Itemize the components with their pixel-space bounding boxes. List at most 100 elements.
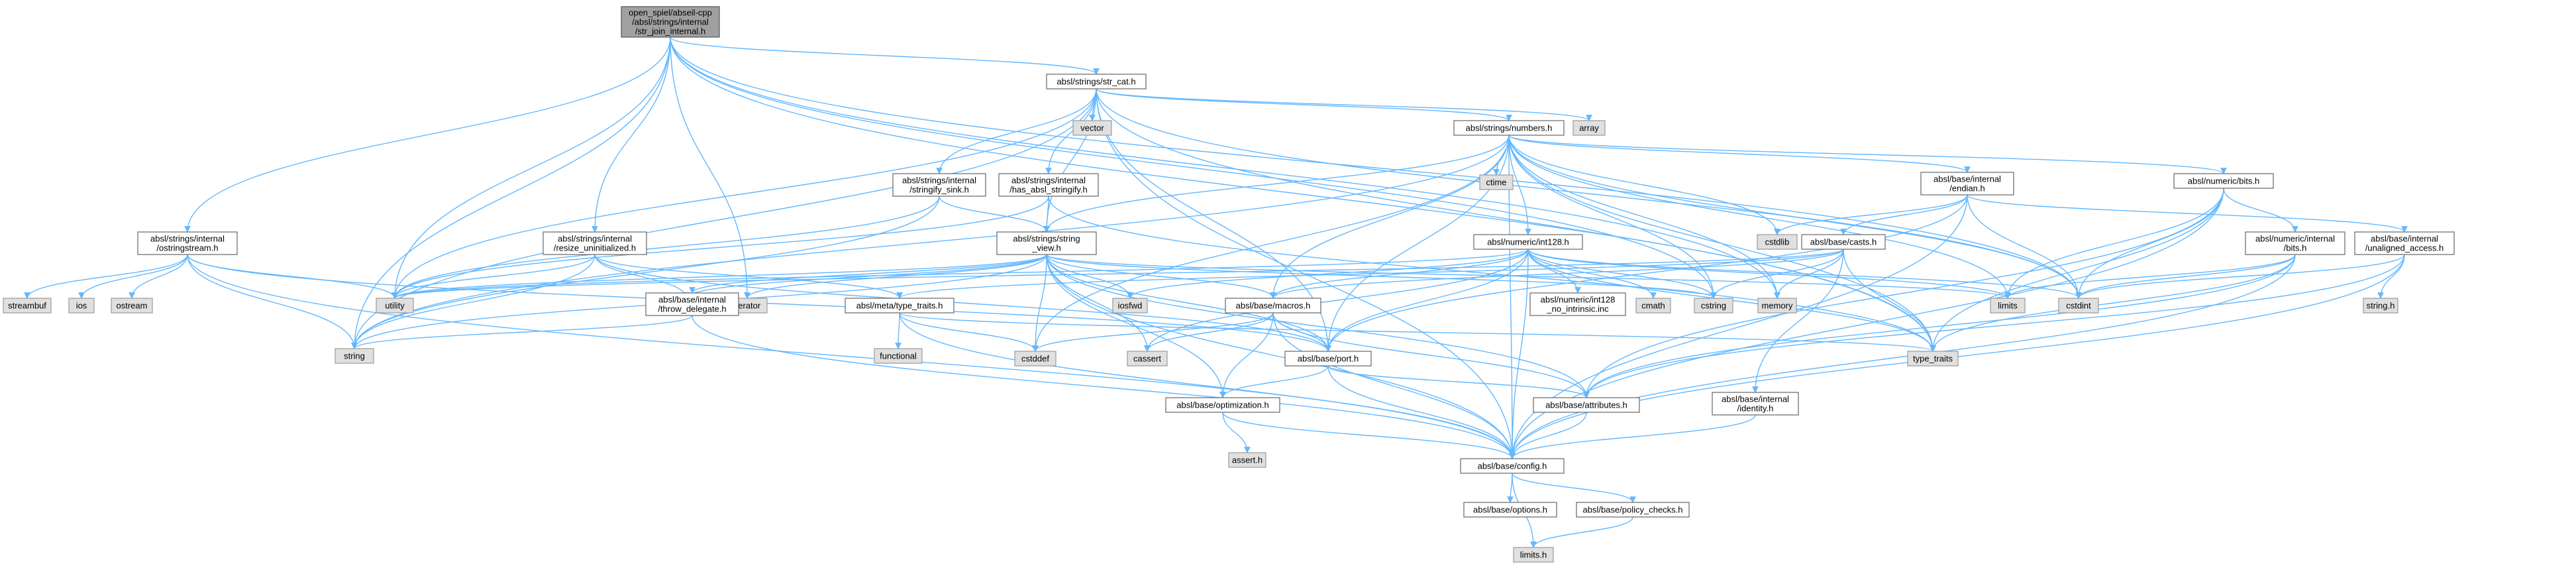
node-numeric-internal-bits[interactable]: absl/numeric/internal/bits.h	[2245, 231, 2345, 255]
edge-macros-to-cassert	[1144, 312, 1274, 352]
node-string-h: string.h	[2363, 298, 2398, 314]
node-box	[1801, 234, 1886, 250]
node-cmath: cmath	[1635, 298, 1671, 314]
node-root[interactable]: open_spiel/abseil-cpp/absl/strings/inter…	[621, 6, 720, 38]
edge-str-cat-to-numbers	[1096, 88, 1512, 121]
edge-string-view-to-cstring	[1046, 254, 1717, 299]
node-box	[2363, 298, 2398, 314]
node-type-traits-meta[interactable]: absl/meta/type_traits.h	[845, 298, 954, 314]
node-label: absl/strings/internal	[1011, 176, 1086, 186]
node-numbers[interactable]: absl/strings/numbers.h	[1453, 120, 1565, 136]
edge-numbers-to-bits	[1508, 135, 2227, 174]
node-memory: memory	[1757, 298, 1797, 314]
node-cassert: cassert	[1127, 351, 1168, 367]
node-config[interactable]: absl/base/config.h	[1460, 458, 1565, 474]
node-vector: vector	[1072, 120, 1112, 136]
node-int128[interactable]: absl/numeric/int128.h	[1473, 234, 1583, 250]
node-policy-checks[interactable]: absl/base/policy_checks.h	[1576, 502, 1690, 518]
node-label: absl/base/port.h	[1298, 354, 1359, 364]
node-endian[interactable]: absl/base/internal/endian.h	[1920, 172, 2014, 196]
node-label: absl/base/internal	[1933, 174, 2001, 184]
edge-attributes-to-config	[1509, 412, 1587, 459]
edge-int128-to-utility	[391, 249, 1529, 299]
node-options[interactable]: absl/base/options.h	[1463, 502, 1557, 518]
node-box	[1284, 351, 1372, 367]
node-cstdlib: cstdlib	[1757, 234, 1798, 250]
node-box	[645, 292, 739, 316]
edge-stringify-sink-to-utility	[391, 196, 940, 299]
node-cstring: cstring	[1694, 298, 1733, 314]
node-type-traits: type_traits	[1907, 351, 1959, 367]
node-string-view[interactable]: absl/strings/string_view.h	[996, 231, 1097, 255]
edge-config-to-policy-checks	[1512, 473, 1636, 503]
node-str-cat[interactable]: absl/strings/str_cat.h	[1046, 74, 1147, 89]
node-optimization[interactable]: absl/base/optimization.h	[1165, 397, 1280, 413]
node-macros[interactable]: absl/base/macros.h	[1225, 298, 1321, 314]
node-label: limits.h	[1520, 550, 1547, 560]
node-identity[interactable]: absl/base/internal/identity.h	[1712, 392, 1799, 416]
edge-root-to-resize-uninit	[592, 36, 671, 233]
node-has-absl-stringify[interactable]: absl/strings/internal/has_absl_stringify…	[998, 173, 1099, 197]
edge-bits-to-attributes	[1583, 188, 2224, 398]
edge-ostringstream-to-streambuf	[24, 254, 188, 299]
edge-stringify-sink-to-string	[351, 196, 940, 349]
edge-casts-to-utility	[391, 249, 1844, 299]
node-label: _no_intrinsic.inc	[1546, 304, 1609, 314]
node-box	[1479, 174, 1514, 190]
edge-numbers-to-cstdlib	[1508, 135, 1780, 235]
node-ostringstream[interactable]: absl/strings/internal/ostringstream.h	[137, 231, 238, 255]
node-label: absl/base/policy_checks.h	[1582, 505, 1682, 515]
node-label: _view.h	[1031, 243, 1060, 253]
edge-casts-to-cstring	[1710, 249, 1844, 299]
node-box	[998, 173, 1099, 197]
node-label: type_traits	[1913, 354, 1953, 364]
edge-bits-to-config	[1509, 188, 2224, 459]
edge-root-to-memory	[670, 36, 1780, 299]
node-label: /identity.h	[1737, 404, 1774, 414]
node-label: absl/base/optimization.h	[1176, 400, 1268, 410]
node-unaligned-access[interactable]: absl/base/internal/unaligned_access.h	[2354, 231, 2455, 255]
edge-endian-to-port	[1325, 194, 1968, 352]
edge-numbers-to-limits	[1508, 135, 2011, 299]
node-port[interactable]: absl/base/port.h	[1284, 351, 1372, 367]
node-label: /unaligned_access.h	[2365, 243, 2444, 253]
node-label: absl/strings/internal	[558, 234, 632, 244]
node-cstdint: cstdint	[2058, 298, 2099, 314]
edge-numbers-to-config	[1508, 135, 1516, 459]
node-throw-delegate[interactable]: absl/base/internal/throw_delegate.h	[645, 292, 739, 316]
node-label: absl/numeric/int128.h	[1487, 237, 1569, 247]
node-casts[interactable]: absl/base/casts.h	[1801, 234, 1886, 250]
node-label: absl/base/macros.h	[1236, 301, 1311, 311]
node-box	[845, 298, 954, 314]
dependency-edges	[24, 36, 2408, 548]
node-label: /throw_delegate.h	[658, 304, 726, 314]
node-label: absl/strings/numbers.h	[1466, 123, 1553, 133]
node-label: cmath	[1641, 301, 1665, 311]
edge-numbers-to-endian	[1508, 135, 1971, 173]
edge-has-absl-stringify-to-string-view	[1043, 196, 1050, 233]
edge-casts-to-memory	[1774, 249, 1844, 299]
node-box	[1463, 502, 1557, 518]
edge-string-view-to-iosfwd	[1046, 254, 1133, 299]
node-int128-intrinsic[interactable]: absl/numeric/int128_no_intrinsic.inc	[1529, 292, 1626, 316]
node-label: absl/base/config.h	[1478, 461, 1547, 471]
node-box	[1072, 120, 1112, 136]
node-label: absl/strings/str_cat.h	[1056, 77, 1135, 87]
node-box	[1513, 547, 1554, 563]
node-attributes[interactable]: absl/base/attributes.h	[1533, 397, 1640, 413]
node-resize-uninit[interactable]: absl/strings/internal/resize_uninitializ…	[542, 231, 647, 255]
edge-casts-to-type-traits	[1843, 249, 1936, 352]
edge-unaligned-access-to-cstdint	[2075, 254, 2405, 299]
node-box	[1576, 502, 1690, 518]
node-box	[335, 348, 374, 364]
edge-ostringstream-to-ios	[78, 254, 188, 299]
edge-str-cat-to-type-traits	[1096, 88, 1936, 352]
edge-str-cat-to-array	[1096, 88, 1592, 121]
node-bits[interactable]: absl/numeric/bits.h	[2173, 173, 2274, 189]
edge-numeric-internal-bits-to-attributes	[1583, 254, 2296, 398]
node-stringify-sink[interactable]: absl/strings/internal/stringify_sink.h	[892, 173, 986, 197]
edge-bits-to-type-traits	[1930, 188, 2224, 352]
edge-type-traits-meta-to-config	[899, 312, 1516, 459]
edge-numbers-to-cstddef	[1032, 135, 1510, 352]
